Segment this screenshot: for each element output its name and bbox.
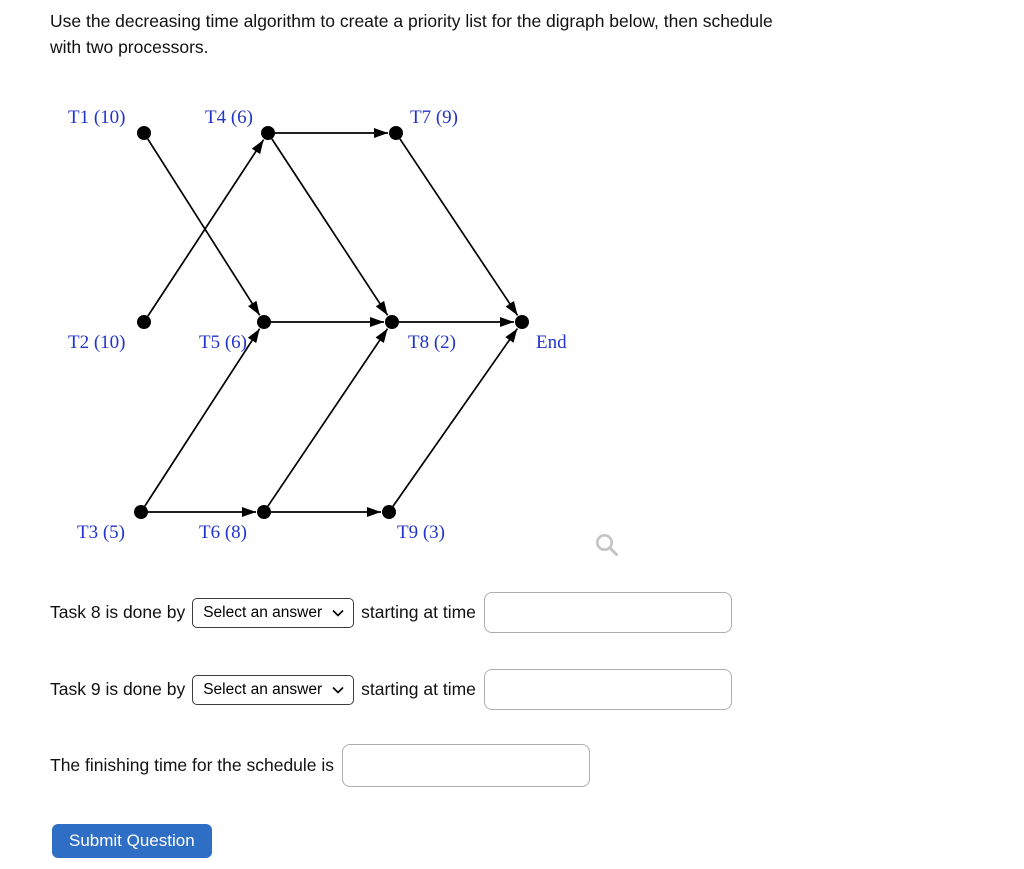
task9-select-value: Select an answer (203, 680, 323, 698)
edge-T1-T5 (147, 138, 261, 316)
submit-question-button[interactable]: Submit Question (52, 824, 212, 858)
finishing-time-row: The finishing time for the schedule is (50, 743, 591, 788)
node-T5 (257, 315, 271, 329)
node-T1 (137, 126, 151, 140)
task9-row: Task 9 is done by Select an answer start… (50, 668, 732, 711)
node-label-T2: T2 (10) (68, 332, 126, 353)
node-T2 (137, 315, 151, 329)
task8-start-time-input[interactable] (483, 592, 732, 633)
node-label-End: End (536, 332, 567, 353)
question-line1: Use the decreasing time algorithm to cre… (50, 11, 773, 31)
node-label-T7: T7 (9) (410, 107, 458, 128)
finishing-time-input[interactable] (342, 744, 591, 787)
node-End (515, 315, 529, 329)
task9-prefix-label: Task 9 is done by (50, 679, 186, 699)
question-text: Use the decreasing time algorithm to cre… (50, 8, 773, 60)
edge-T2-T4 (147, 139, 265, 317)
task8-select-value: Select an answer (203, 603, 323, 621)
edge-T7-End (399, 138, 519, 316)
node-label-T3: T3 (5) (77, 522, 125, 543)
magnifier-icon[interactable] (593, 531, 621, 559)
task9-start-time-input[interactable] (483, 669, 732, 710)
task9-processor-select[interactable]: Select an answer (192, 674, 355, 705)
node-T4 (261, 126, 275, 140)
node-T9 (382, 505, 396, 519)
task8-processor-select[interactable]: Select an answer (192, 597, 355, 628)
digraph-figure: T1 (10) T4 (6) T7 (9) T2 (10) T5 (6) T8 (2) En… (0, 0, 660, 575)
task8-prefix-label: Task 8 is done by (50, 602, 186, 622)
chevron-down-icon (332, 686, 344, 694)
node-T3 (134, 505, 148, 519)
node-T7 (389, 126, 403, 140)
edge-T6-T8 (267, 328, 389, 507)
node-T8 (385, 315, 399, 329)
task8-row: Task 8 is done by Select an answer start… (50, 591, 732, 634)
finishing-time-label: The finishing time for the schedule is (50, 755, 335, 775)
digraph-svg: T1 (10) T4 (6) T7 (9) T2 (10) T5 (6) T8 (2) En… (68, 107, 567, 543)
node-label-T5: T5 (6) (199, 332, 247, 353)
chevron-down-icon (332, 609, 344, 617)
task8-suffix-label: starting at time (361, 602, 476, 622)
node-label-T4: T4 (6) (205, 107, 253, 128)
edge-T4-T8 (271, 138, 389, 316)
node-T6 (257, 505, 271, 519)
node-label-T8: T8 (2) (408, 332, 456, 353)
node-label-T6: T6 (8) (199, 522, 247, 543)
edge-T9-End (392, 328, 519, 507)
question-line2: with two processors. (50, 37, 209, 57)
edge-T3-T5 (144, 328, 261, 507)
node-label-T9: T9 (3) (397, 522, 445, 543)
node-label-T1: T1 (10) (68, 107, 126, 128)
task9-suffix-label: starting at time (361, 679, 476, 699)
